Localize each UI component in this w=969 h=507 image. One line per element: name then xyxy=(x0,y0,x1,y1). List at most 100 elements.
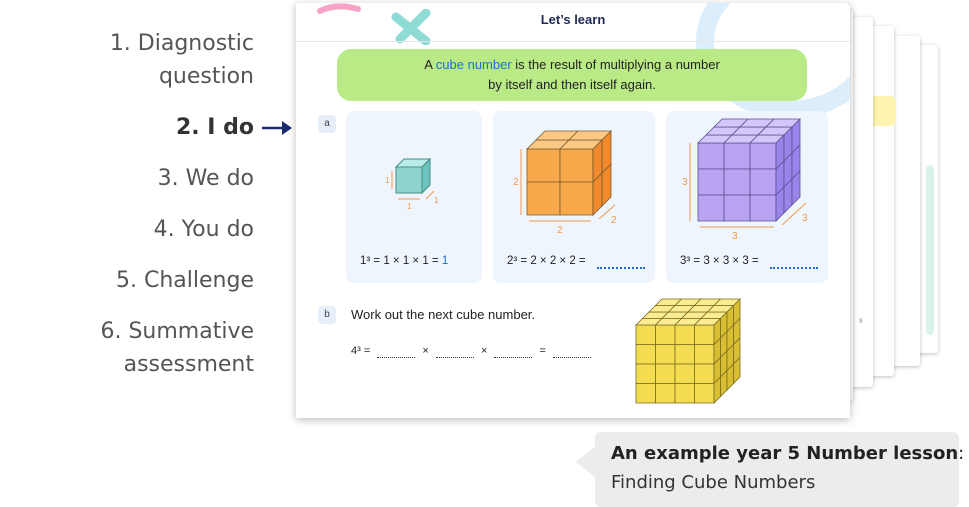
cube-cell xyxy=(635,344,656,365)
cube-panel-2: 2 2 2 2³ = 2 × 2 × 2 = xyxy=(493,111,655,283)
answer-blank[interactable] xyxy=(597,267,645,269)
definition-rest: is the result of multiplying a number xyxy=(511,57,720,72)
answer-blank[interactable] xyxy=(377,357,416,358)
step-label-line2: assessment xyxy=(123,352,254,377)
cube-cell xyxy=(694,363,715,384)
definition-box: A cube number is the result of multiplyi… xyxy=(337,49,807,101)
caption-bold: An example year 5 Number lesson xyxy=(611,443,959,464)
divider xyxy=(296,41,850,42)
dim-label: 3 xyxy=(802,213,808,224)
cube-cell xyxy=(635,363,656,384)
step-label: 4. You do xyxy=(153,217,254,242)
cube-cell xyxy=(697,142,725,170)
cube-cell xyxy=(791,170,801,206)
cube-cell xyxy=(655,344,676,365)
dim-label: 1 xyxy=(434,196,439,205)
equation-start: 4³ = xyxy=(351,345,371,357)
equation-answer: 1 xyxy=(441,255,449,267)
step-you-do: 4. You do xyxy=(154,213,254,246)
cube-cell xyxy=(694,383,715,404)
cube-panel-1: 1 1 1 1³ = 1 × 1 × 1 = 1 xyxy=(346,111,482,283)
equation-3: 3³ = 3 × 3 × 3 = xyxy=(680,255,759,267)
dim-label: 2 xyxy=(513,177,519,188)
cube-cell xyxy=(674,344,695,365)
dim-label: 2 xyxy=(611,215,617,226)
cube-2-illustration: 2 2 2 xyxy=(513,130,617,236)
dim-label: 1 xyxy=(385,176,390,185)
cube-cell xyxy=(674,383,695,404)
cube-cell xyxy=(749,168,777,196)
step-label: 5. Challenge xyxy=(116,268,254,293)
dim-label: 1 xyxy=(407,202,412,211)
definition-prefix: A xyxy=(424,57,436,72)
answer-blank[interactable] xyxy=(553,357,592,358)
equation-2: 2³ = 2 × 2 × 2 = xyxy=(507,255,586,267)
part-b-equation: 4³ = × × = xyxy=(351,345,595,358)
part-a-badge: a xyxy=(318,115,336,133)
worksheet-page: Let’s learn A cube number is the result … xyxy=(296,3,850,418)
step-label-line2: question xyxy=(158,64,254,89)
caption-box xyxy=(595,432,959,507)
cube-cell xyxy=(733,356,741,385)
dimension-line xyxy=(598,204,616,220)
definition-highlight: cube number xyxy=(435,57,512,72)
cube-cell xyxy=(559,181,594,216)
cube-panel-3: 3 3 3 3³ = 3 × 3 × 3 = xyxy=(666,111,828,283)
cube-cell xyxy=(694,344,715,365)
part-b-badge: b xyxy=(318,306,336,324)
step-summative: 6. Summative assessment xyxy=(100,315,254,381)
cube-cell xyxy=(697,194,725,222)
cube-cell xyxy=(635,383,656,404)
step-diagnostic: 1. Diagnostic question xyxy=(110,27,254,93)
caption-pointer xyxy=(576,446,596,478)
caption-subtitle: Finding Cube Numbers xyxy=(611,472,816,493)
unit-cube-illustration: 1 1 1 xyxy=(385,157,439,211)
step-label: 1. Diagnostic xyxy=(109,31,254,56)
cube-cell xyxy=(526,181,561,216)
step-label: 3. We do xyxy=(157,166,254,191)
cube-cell xyxy=(723,142,751,170)
cube-4-illustration xyxy=(635,298,741,404)
cube-cell xyxy=(694,324,715,345)
arrow-right-icon xyxy=(262,121,292,135)
cube-cell xyxy=(697,168,725,196)
equation-text: 1³ = 1 × 1 × 1 = xyxy=(360,255,442,267)
part-b-instruction: Work out the next cube number. xyxy=(351,307,536,322)
times-sign: × xyxy=(480,345,488,357)
dimension-line xyxy=(781,202,807,226)
cube-cell xyxy=(674,363,695,384)
cube-cell xyxy=(749,142,777,170)
cube-cell xyxy=(749,194,777,222)
cube-cell xyxy=(674,324,695,345)
step-we-do: 3. We do xyxy=(158,162,254,195)
cube-cell xyxy=(723,194,751,222)
caption-title: An example year 5 Number lesson: xyxy=(611,443,964,464)
caption-colon: : xyxy=(958,443,965,464)
step-label: 6. Summative xyxy=(100,319,254,344)
cube-3-illustration: 3 3 3 xyxy=(682,118,808,242)
cube-cell xyxy=(655,383,676,404)
answer-blank[interactable] xyxy=(770,267,818,269)
step-label: 2. I do xyxy=(175,115,254,140)
step-i-do: 2. I do xyxy=(176,111,254,144)
equals-sign: = xyxy=(539,345,546,357)
cube-cell xyxy=(601,163,612,207)
answer-blank[interactable] xyxy=(435,357,474,358)
decorative-cross xyxy=(391,9,431,45)
equation-1: 1³ = 1 × 1 × 1 = 1 xyxy=(360,255,448,267)
answer-blank[interactable] xyxy=(494,357,533,358)
times-sign: × xyxy=(422,345,429,357)
cube-cell xyxy=(655,324,676,345)
cube-cell xyxy=(723,168,751,196)
dim-label: 3 xyxy=(682,177,688,188)
stack-peek-text: ³ xyxy=(859,317,862,327)
step-challenge: 5. Challenge xyxy=(116,264,254,297)
cube-cell xyxy=(559,148,594,183)
cube-cell xyxy=(635,324,656,345)
decorative-squiggle xyxy=(317,3,361,14)
dim-label: 3 xyxy=(732,231,738,242)
definition-line2: by itself and then itself again. xyxy=(488,77,656,92)
sheet-title: Let’s learn xyxy=(540,12,606,27)
dim-label: 2 xyxy=(557,225,563,236)
cube-cell xyxy=(655,363,676,384)
